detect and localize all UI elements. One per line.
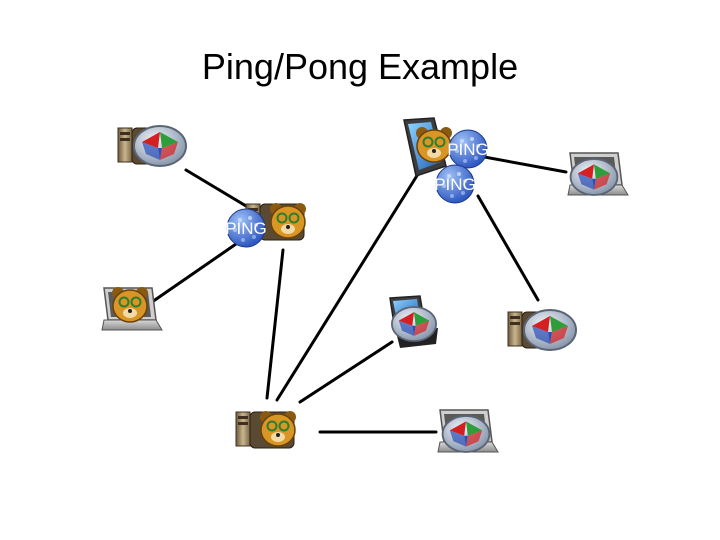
node-laptop-bear-left	[101, 286, 163, 331]
globe-icon	[523, 309, 577, 351]
slide-title: Ping/Pong Example	[201, 46, 519, 87]
link-desktop-globe-top-left-to-desktop-bear-middle-left	[184, 168, 258, 214]
bear-icon	[269, 202, 307, 239]
globe-icon	[569, 158, 619, 196]
globe-icon	[441, 415, 491, 453]
ping-ball-top-center-lower: PING	[434, 164, 476, 204]
node-laptop-globe-center	[389, 295, 438, 348]
node-desktop-bear-bottom	[235, 410, 297, 449]
globe-icon	[391, 306, 437, 342]
ping-label: PING	[225, 219, 267, 238]
node-desktop-globe-right	[507, 309, 577, 351]
globe-icon	[133, 125, 187, 167]
link-desktop-bear-middle-left-to-laptop-bear-left	[150, 242, 238, 304]
bear-icon	[111, 286, 149, 323]
node-laptop-bear-top-center	[403, 117, 453, 177]
link-laptop-bear-top-center-to-desktop-globe-right	[476, 194, 540, 302]
links	[150, 152, 568, 434]
ping-ball-top-center: PING	[447, 129, 489, 169]
ping-label: PING	[434, 175, 476, 194]
link-desktop-bear-middle-left-to-desktop-bear-bottom	[265, 248, 285, 400]
ping-ball-middle-left: PING	[225, 208, 267, 248]
node-laptop-globe-top-right	[567, 152, 629, 196]
link-laptop-globe-center-to-desktop-bear-bottom	[298, 340, 394, 404]
bear-icon	[259, 410, 297, 447]
ping-label: PING	[447, 140, 489, 159]
node-laptop-globe-bottom-right	[437, 409, 499, 453]
link-laptop-bear-top-center-to-desktop-bear-bottom	[275, 172, 420, 402]
node-desktop-globe-top-left	[117, 125, 187, 167]
